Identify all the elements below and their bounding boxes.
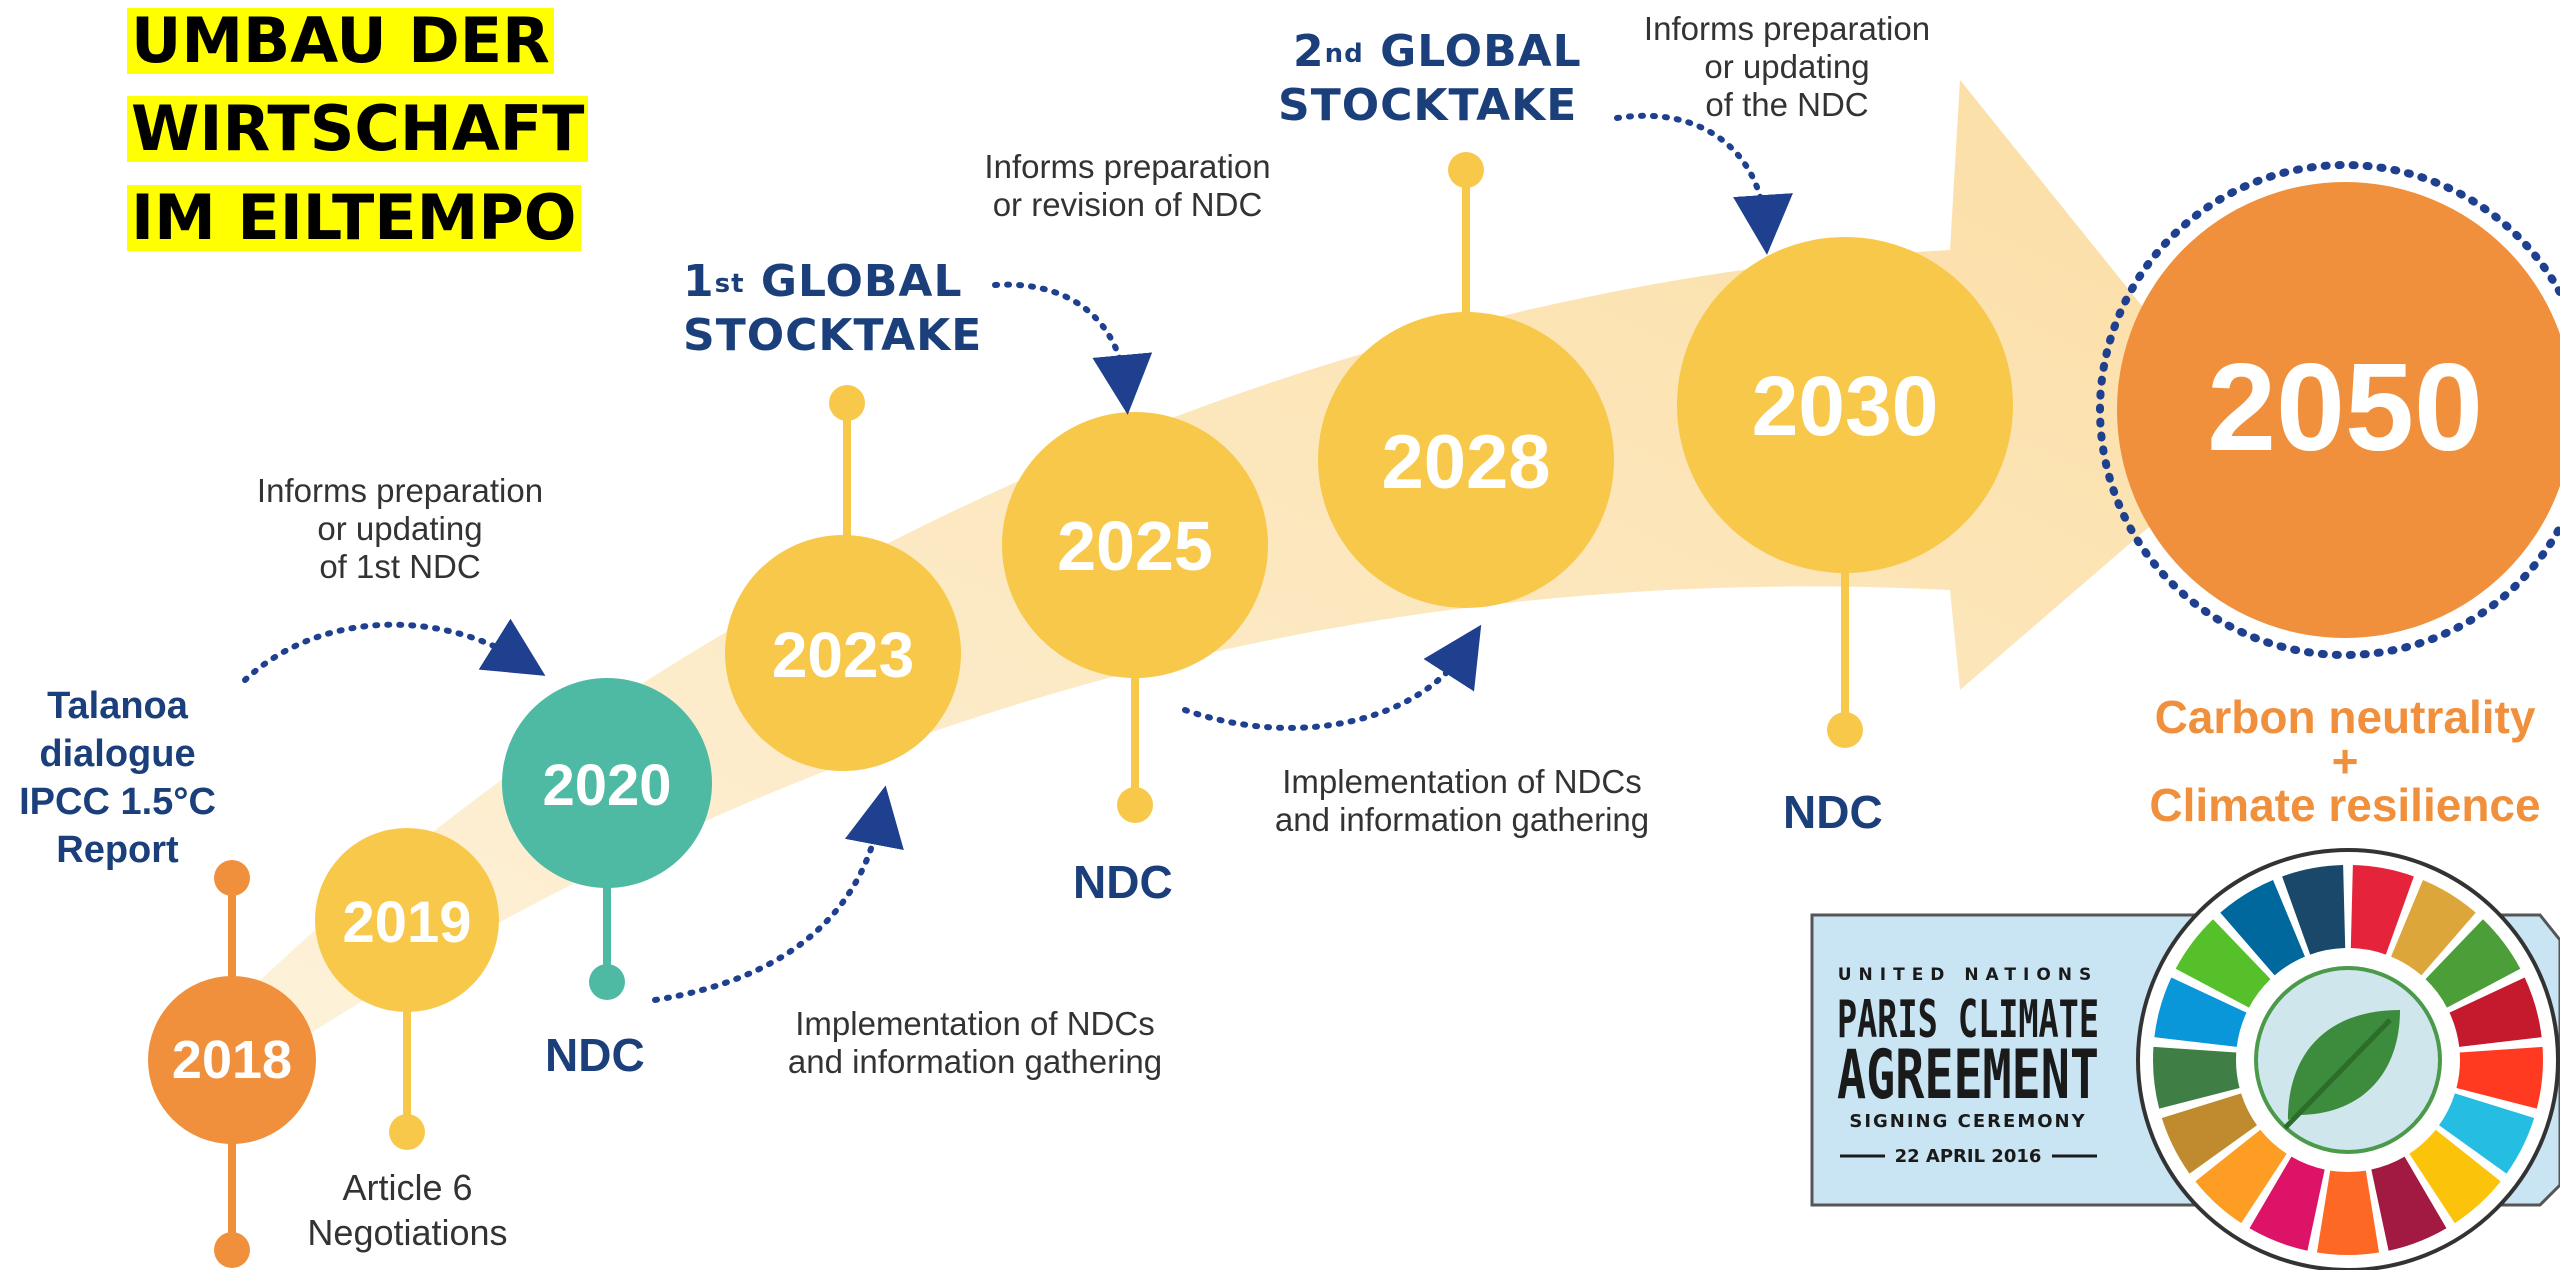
sdg-segment <box>2316 1170 2380 1255</box>
informs-revision-label: Informs preparation or revision of NDC <box>984 148 1271 223</box>
milestone-2018: 2018 <box>148 976 316 1144</box>
headline-line-3: IM EILTEMPO <box>127 185 581 251</box>
milestone-2028: 2028 <box>1318 312 1614 608</box>
sdg-segment <box>2439 1093 2535 1174</box>
second-global-stocktake-label: 2nd GLOBAL STOCKTAKE <box>1278 26 1582 131</box>
headline-line-1: UMBAU DER <box>127 8 554 74</box>
milestone-2023: 2023 <box>725 535 961 771</box>
sdg-segment <box>2175 919 2271 1008</box>
milestone-2025: 2025 <box>1002 412 1268 678</box>
implementation-label-1: Implementation of NDCs and information g… <box>787 1005 1163 1080</box>
svg-text:AGREEMENT: AGREEMENT <box>1837 1036 2099 1115</box>
sdg-segment <box>2425 919 2521 1008</box>
sdg-segment <box>2371 1156 2447 1251</box>
sdg-segment <box>2456 1046 2543 1109</box>
sdg-segment <box>2391 879 2476 976</box>
dotted-connectors <box>242 112 1793 1003</box>
svg-text:UNITED NATIONS: UNITED NATIONS <box>1838 965 2099 985</box>
implementation-label-2: Implementation of NDCs and information g… <box>1274 763 1650 838</box>
outcome-label: Carbon neutrality + Climate resilience <box>2149 691 2541 831</box>
svg-text:2020: 2020 <box>542 753 671 818</box>
informs-first-ndc-label: Informs preparation or updating of 1st N… <box>256 472 544 585</box>
informs-updating-label: Informs preparation or updating of the N… <box>1643 10 1931 123</box>
svg-text:2025: 2025 <box>1057 507 1213 585</box>
milestone-2020: 2020 <box>502 678 712 888</box>
sdg-segment <box>2153 1046 2240 1109</box>
ndc-label-2025: NDC <box>1073 856 1173 908</box>
sdg-segment <box>2154 977 2247 1047</box>
sdg-segment <box>2161 1093 2257 1174</box>
sdg-segment <box>2350 865 2414 955</box>
svg-text:2050: 2050 <box>2207 339 2483 477</box>
svg-text:2023: 2023 <box>772 619 914 691</box>
sdg-segment <box>2449 977 2542 1047</box>
svg-text:SIGNING CEREMONY: SIGNING CEREMONY <box>1849 1111 2086 1132</box>
ndc-label-2020: NDC <box>545 1029 645 1081</box>
sdg-segment <box>2220 879 2305 976</box>
svg-text:2030: 2030 <box>1752 359 1939 453</box>
svg-text:2019: 2019 <box>342 890 471 955</box>
ndc-label-2030: NDC <box>1783 786 1883 838</box>
first-global-stocktake-label: 1st GLOBAL STOCKTAKE <box>683 256 983 361</box>
milestone-2019: 2019 <box>315 828 499 1012</box>
sdg-segment <box>2249 1156 2325 1251</box>
svg-text:2028: 2028 <box>1381 420 1550 505</box>
sdg-segment <box>2282 865 2346 955</box>
talanoa-label: Talanoa dialogue IPCC 1.5°C Report <box>19 685 216 871</box>
article6-label: Article 6 Negotiations <box>307 1167 508 1253</box>
svg-text:22 APRIL 2016: 22 APRIL 2016 <box>1895 1146 2042 1167</box>
paris-agreement-logo: UNITED NATIONS PARIS CLIMATE AGREEMENT S… <box>1810 848 2560 1270</box>
sdg-segment <box>2195 1129 2287 1224</box>
milestone-2030: 2030 <box>1677 237 2013 573</box>
svg-text:PARIS CLIMATE: PARIS CLIMATE <box>1837 990 2099 1050</box>
milestone-2050: 2050 <box>2096 161 2560 659</box>
svg-text:2018: 2018 <box>172 1030 292 1090</box>
sdg-wheel-icon <box>2153 865 2543 1255</box>
headline-line-2: WIRTSCHAFT <box>127 96 589 162</box>
sdg-segment <box>2409 1129 2501 1224</box>
